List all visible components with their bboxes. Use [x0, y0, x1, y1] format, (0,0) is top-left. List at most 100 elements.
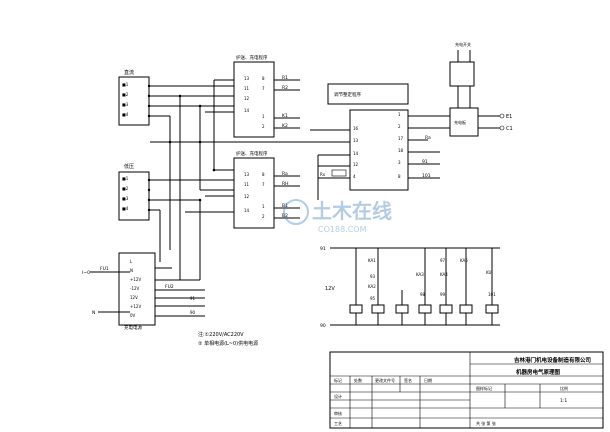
label-90-left: 90: [190, 310, 196, 315]
watermark: 土木在线 CO188.COM: [283, 199, 392, 234]
svg-text:■4: ■4: [122, 112, 129, 117]
watermark-en: CO188.COM: [318, 225, 367, 234]
svg-text:■2: ■2: [122, 92, 129, 97]
svg-text:8: 8: [398, 174, 401, 179]
drawing-no-label: 图样标记: [476, 385, 492, 391]
label-97-top: 97: [440, 258, 446, 263]
left-mid-block: 低压 ■1 ■2 ■3 ■4: [118, 163, 151, 221]
notes: 注:①220V/AC220V ② 单相电源(L~0)供电电源: [198, 331, 258, 347]
label-ra-right: Ra: [425, 135, 431, 141]
svg-text:1: 1: [398, 112, 401, 117]
row-label-change: 更改文件号: [375, 377, 395, 383]
label-c1: C1: [506, 126, 513, 132]
svg-text:13: 13: [244, 76, 250, 81]
label-k2: K2: [282, 123, 288, 129]
row-label-process: 工艺: [334, 421, 342, 426]
left-top-block: 直流 ■1 ■2 ■3 ■4: [118, 69, 151, 126]
label-101-right: 101: [422, 173, 431, 179]
label-e1: E1: [506, 114, 512, 120]
center-right-title: 调节整定程序: [334, 91, 361, 98]
svg-text:11: 11: [244, 182, 250, 187]
svg-text:13: 13: [244, 172, 250, 177]
svg-text:0V: 0V: [130, 313, 136, 318]
label-91-right: 91: [422, 159, 428, 165]
svg-text:8: 8: [262, 172, 265, 177]
svg-text:N: N: [92, 310, 95, 316]
top-right-switch: 充电开关: [449, 41, 475, 108]
relay-mid-title: 护送、充电程序: [236, 150, 268, 157]
svg-text:1: 1: [262, 114, 265, 119]
svg-text:■2: ■2: [122, 186, 129, 191]
svg-text:14: 14: [353, 151, 359, 156]
svg-text:12: 12: [353, 162, 359, 167]
company-name: 吉林港门机电设备制造有限公司: [514, 356, 591, 364]
svg-text:■1: ■1: [122, 82, 129, 87]
svg-text:16: 16: [353, 126, 359, 131]
label-fu1: FU1: [100, 266, 109, 272]
row-label-count: 处数: [354, 377, 362, 383]
label-95: 95: [370, 296, 376, 301]
label-b2: B2: [282, 213, 288, 219]
svg-text:13: 13: [353, 138, 359, 143]
label-91-bus: 91: [320, 246, 326, 252]
svg-text:7: 7: [262, 182, 265, 187]
svg-text:2: 2: [262, 124, 265, 129]
row-label-design: 设计: [334, 393, 342, 399]
svg-text:2: 2: [262, 214, 265, 219]
svg-text:4: 4: [353, 174, 356, 179]
label-ka2: KA2: [368, 284, 376, 289]
svg-text:+12V: +12V: [130, 277, 141, 282]
note-2: ② 单相电源(L~0)供电电源: [198, 340, 258, 347]
svg-text:■3: ■3: [122, 102, 129, 107]
svg-text:■1: ■1: [122, 176, 129, 181]
svg-text:14: 14: [244, 208, 250, 213]
watermark-cn: 土木在线: [312, 199, 392, 223]
svg-text:■4: ■4: [122, 206, 129, 211]
svg-text:-12V: -12V: [130, 286, 140, 291]
relay-top-block: 护送、充电程序 13 11 12 14 8 7 1 2: [233, 54, 275, 138]
relay-mid-block: 护送、充电程序 13 11 12 14 8 7 1 2: [233, 150, 275, 229]
svg-text:Rx: Rx: [320, 172, 326, 177]
label-99: 99: [440, 292, 446, 297]
wires-supply: I~0 FU1 N FU2 91 90: [82, 266, 205, 317]
row-label-check: 审核: [334, 410, 342, 416]
svg-text:2: 2: [398, 124, 401, 129]
drawing-name: 机器房电气原理图: [515, 368, 561, 376]
svg-text:12: 12: [244, 194, 250, 199]
label-101-ladder: 101: [488, 292, 496, 297]
label-i0: I~0: [82, 270, 90, 276]
label-12v: 12V: [325, 286, 335, 292]
title-block: 吉林港门机电设备制造有限公司 机器房电气原理图 标记 处数 更改文件号 签名 日…: [329, 351, 604, 429]
svg-text:N: N: [130, 268, 133, 273]
label-93: 93: [370, 274, 376, 279]
label-ka5: KA5: [460, 258, 468, 263]
label-k1: K1: [282, 113, 288, 119]
left-mid-title: 低压: [124, 163, 134, 170]
label-ku: KU: [486, 270, 492, 275]
svg-text:12V: 12V: [130, 295, 138, 300]
row-label-mark: 标记: [334, 377, 342, 383]
label-91-left: 91: [190, 296, 196, 301]
label-ka3: KA3: [416, 272, 424, 277]
right-switch-title: 充电板: [454, 119, 466, 125]
scale-value: 1:1: [560, 398, 567, 404]
wires-main: R1 R2 K1 K2 Ra RH B1 B2 Rx 91 101 Ra: [149, 75, 440, 281]
relay-top-title: 护送、充电程序: [236, 54, 268, 61]
row-label-date: 日期: [424, 377, 432, 383]
svg-text:■3: ■3: [122, 196, 129, 201]
note-1: 注:①220V/AC220V: [198, 331, 244, 338]
left-bot-title: 充电电源: [124, 324, 142, 331]
svg-text:L: L: [130, 259, 133, 264]
right-switch-block: 充电板 E1 C1: [408, 107, 513, 137]
svg-text:14: 14: [244, 108, 250, 113]
row-label-sign: 签名: [404, 377, 412, 383]
left-top-title: 直流: [124, 69, 134, 76]
label-b1: B1: [282, 203, 288, 209]
label-ra: Ra: [282, 171, 288, 177]
svg-text:1: 1: [262, 204, 265, 209]
svg-text:12: 12: [244, 96, 250, 101]
sheet-label: 共 张 第 张: [476, 420, 496, 426]
label-90-bus: 90: [320, 323, 326, 329]
svg-text:3: 3: [398, 160, 401, 165]
top-right-title: 充电开关: [455, 41, 471, 47]
